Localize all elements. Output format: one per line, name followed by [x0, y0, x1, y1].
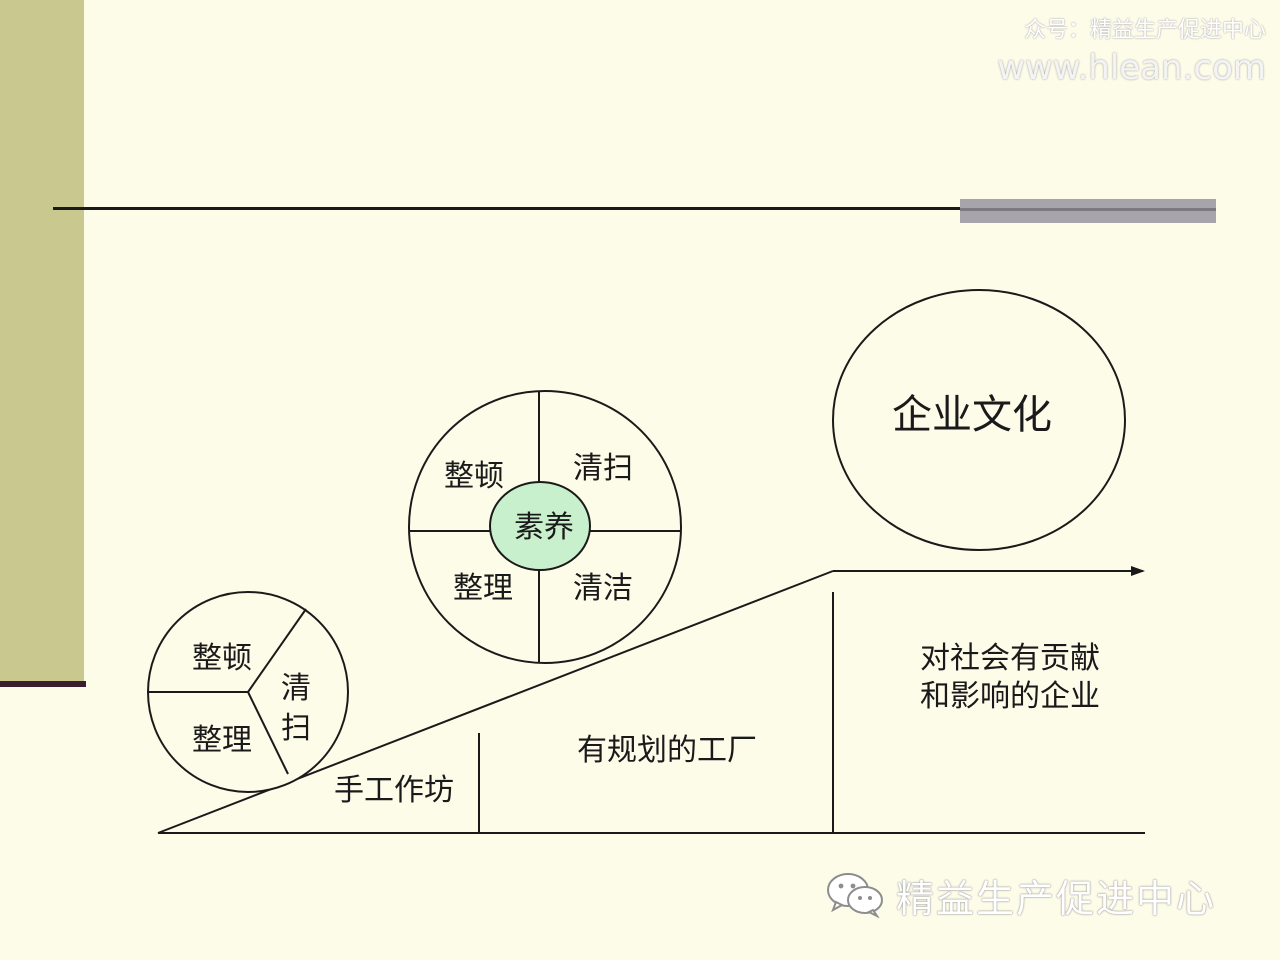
- large-culture-circle: 企业文化: [832, 289, 1126, 551]
- corporate-culture-label: 企业文化: [892, 392, 1052, 438]
- wechat-icon: [827, 873, 883, 918]
- small-seiso-label-char1: 清: [281, 671, 311, 706]
- small-seiri-label: 整理: [192, 723, 252, 758]
- medium-seiketsu-label: 清洁: [573, 571, 633, 606]
- medium-seiton-label: 整顿: [444, 459, 504, 494]
- medium-5s-circle: 整顿 清扫 整理 清洁 素养: [408, 390, 682, 664]
- left-decor-bar: [0, 0, 84, 682]
- watermark-channel-name: 精益生产促进中心: [896, 876, 1217, 921]
- left-decor-bar-accent: [0, 681, 86, 687]
- watermark-bottom: 精益生产促进中心: [826, 868, 1216, 922]
- stage-enterprise-label-line2: 和影响的企业: [920, 679, 1100, 714]
- small-3s-circle: 整顿 整理 清 扫: [147, 591, 349, 793]
- title-divider-block-shade: [960, 208, 1216, 211]
- watermark-account: 众号：精益生产促进中心: [1023, 18, 1266, 43]
- medium-seiri-label: 整理: [453, 571, 513, 606]
- stage-planned-factory-label: 有规划的工厂: [577, 733, 757, 768]
- stage-enterprise-label-line1: 对社会有贡献: [920, 641, 1100, 676]
- small-seiton-label: 整顿: [192, 641, 252, 676]
- medium-seiso-label: 清扫: [573, 451, 633, 486]
- watermark-top: 众号：精益生产促进中心 www.hlean.com: [946, 16, 1266, 90]
- title-divider-line: [53, 207, 960, 210]
- medium-shitsuke-label: 素养: [514, 510, 574, 545]
- small-seiso-label-char2: 扫: [281, 711, 311, 746]
- title-divider-block: [960, 199, 1216, 223]
- center-shitsuke-circle: [489, 481, 591, 571]
- watermark-url: www.hlean.com: [997, 48, 1266, 88]
- stage-workshop-label: 手工作坊: [334, 773, 454, 808]
